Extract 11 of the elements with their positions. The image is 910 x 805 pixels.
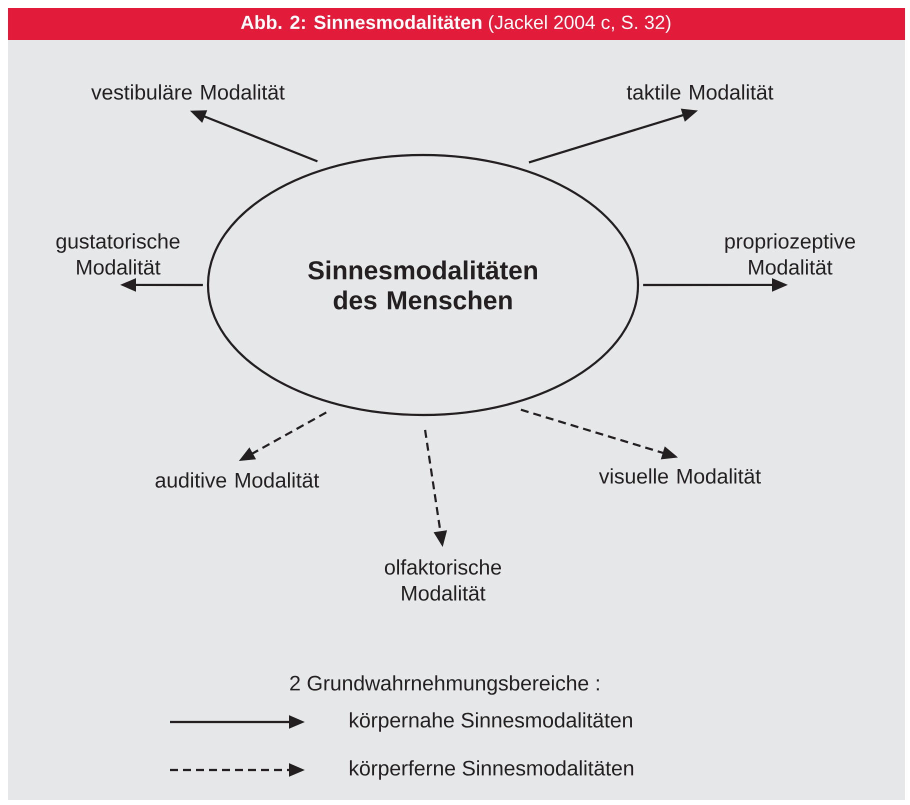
legend-text: körperferne Sinnesmodalitäten	[350, 760, 634, 780]
modality-label: visuelle Modalität	[598, 468, 761, 484]
legend-text: körpernahe Sinnesmodalitäten	[350, 712, 632, 732]
modality-label: gustatorische Modalität	[56, 233, 180, 275]
modality-label: vestibuläre Modalität	[91, 84, 285, 100]
modality-label: propriozeptive Modalität	[725, 233, 855, 275]
modality-label: auditive Modalität	[156, 472, 320, 488]
legend-heading: 2 Grundwahrnehmungsbereiche :	[290, 675, 599, 695]
title-banner: Abb. 2: Sinnesmodalitäten (Jackel 2004 c, S. 32)	[8, 8, 905, 40]
modality-label: taktile Modalität	[626, 84, 774, 100]
modality-label: olfaktorische Modalität	[384, 559, 501, 601]
